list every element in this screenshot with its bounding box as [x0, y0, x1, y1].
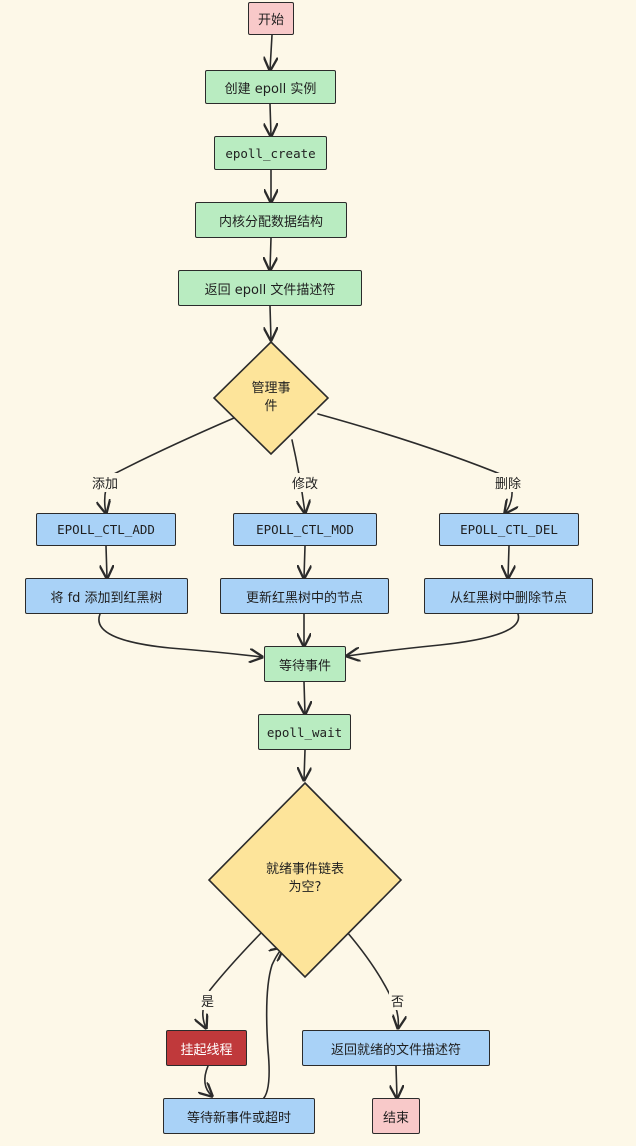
epoll-wait-node: epoll_wait	[258, 714, 351, 750]
edge-returnready-end	[396, 1065, 397, 1098]
edge-return-manage	[270, 305, 271, 340]
edge-label-no: 否	[389, 991, 407, 1010]
delete-from-rbtree-node: 从红黑树中删除节点	[424, 578, 593, 614]
return-epoll-fd-node: 返回 epoll 文件描述符	[178, 270, 362, 306]
edge-add-addfd	[106, 545, 107, 578]
decision-manage-events-shape	[212, 340, 330, 456]
edge-epollwait-ready	[304, 749, 305, 780]
decision-manage-line1: 管理事	[251, 381, 291, 396]
epoll-ctl-mod-node: EPOLL_CTL_MOD	[233, 513, 377, 546]
edge-manage-add	[105, 417, 235, 513]
edge-label-modify: 修改	[290, 473, 321, 492]
decision-ready-line1: 就绪事件链表	[265, 862, 344, 877]
epoll-ctl-add-node: EPOLL_CTL_ADD	[36, 513, 176, 546]
edge-suspend-waitnew	[205, 1065, 212, 1096]
decision-ready-list-empty-shape	[207, 781, 403, 979]
edge-mod-update	[304, 545, 305, 578]
kernel-alloc-node: 内核分配数据结构	[195, 202, 347, 238]
edge-create-epollcreate	[270, 103, 271, 136]
return-ready-fd-node: 返回就绪的文件描述符	[302, 1030, 490, 1066]
epoll-create-node: epoll_create	[214, 136, 327, 170]
end-node: 结束	[372, 1098, 420, 1134]
edge-wait-epollwait	[304, 681, 305, 714]
edge-start-create	[270, 34, 272, 70]
edge-manage-del	[317, 413, 512, 513]
decision-manage-events-label: 管理事 件	[236, 380, 306, 416]
edge-kernel-return	[270, 237, 271, 270]
edge-label-add: 添加	[90, 473, 121, 492]
edge-ready-no	[346, 931, 398, 1028]
wait-new-event-node: 等待新事件或超时	[163, 1098, 315, 1134]
decision-ready-list-label: 就绪事件链表 为空?	[245, 861, 365, 897]
update-rbtree-node-node: 更新红黑树中的节点	[220, 578, 389, 614]
edge-addfd-wait	[98, 613, 262, 657]
add-fd-to-rbtree-node: 将 fd 添加到红黑树	[25, 578, 188, 614]
edge-label-delete: 删除	[493, 473, 524, 492]
decision-ready-line2: 为空?	[288, 880, 322, 895]
edge-waitnew-ready	[261, 948, 283, 1101]
wait-event-node: 等待事件	[264, 646, 346, 682]
epoll-ctl-del-node: EPOLL_CTL_DEL	[439, 513, 579, 546]
edge-delete-wait	[347, 613, 520, 656]
suspend-thread-node: 挂起线程	[166, 1030, 247, 1066]
edge-ready-yes	[203, 931, 263, 1028]
decision-manage-line2: 件	[264, 399, 278, 414]
start-node: 开始	[248, 2, 294, 35]
create-instance-node: 创建 epoll 实例	[205, 70, 336, 104]
edge-label-yes: 是	[199, 991, 217, 1010]
edge-del-delete	[508, 545, 509, 578]
